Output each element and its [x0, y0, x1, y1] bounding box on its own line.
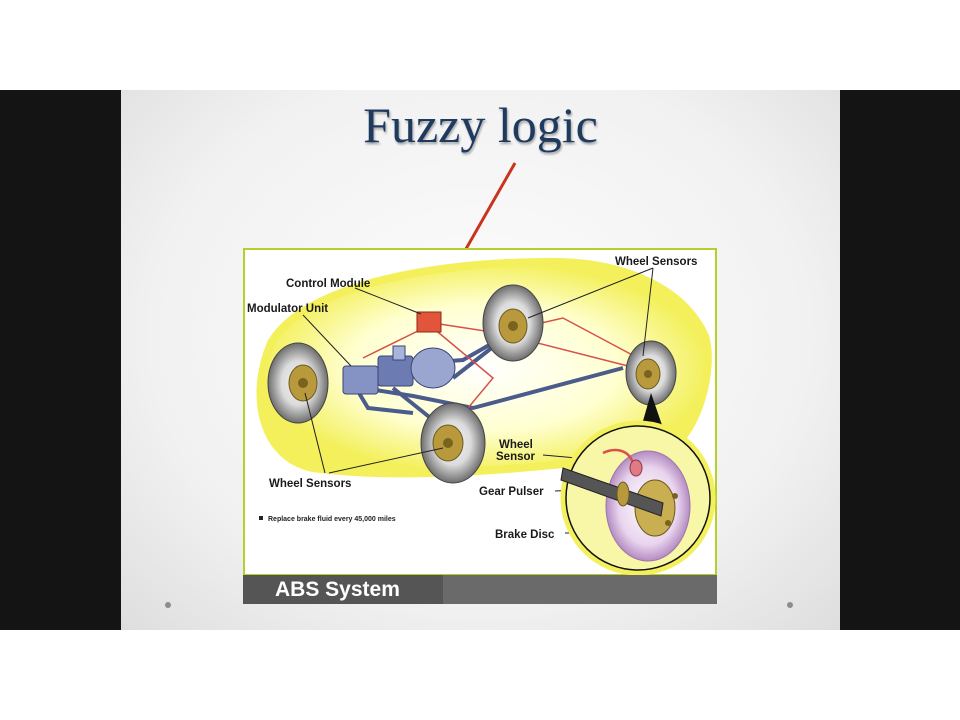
label-wheel-sensors-bottom: Wheel Sensors: [269, 478, 351, 490]
label-wheel-sensor-line1: Wheel: [499, 439, 533, 451]
wheel-front-right: [420, 402, 486, 484]
label-control-module: Control Module: [286, 278, 370, 290]
banner-title: ABS System: [275, 578, 400, 601]
maintenance-note: Replace brake fluid every 45,000 miles: [268, 516, 396, 523]
label-wheel-sensor-line2: Sensor: [496, 451, 536, 463]
label-brake-disc: Brake Disc: [495, 529, 555, 541]
wheel-front-left: [267, 342, 329, 424]
modulator-unit: [342, 345, 456, 395]
wheel-rear-left: [482, 284, 544, 362]
note-bullet: [259, 516, 263, 520]
label-modulator-unit: Modulator Unit: [247, 303, 328, 315]
slide-title: Fuzzy logic: [363, 97, 598, 153]
control-module: [416, 311, 442, 333]
abs-diagram: Control Module Modulator Unit Wheel Sens…: [243, 248, 717, 604]
callout-pointer: [641, 393, 663, 428]
wheel-rear-right: [625, 340, 677, 406]
slide-nav-dot-right[interactable]: [787, 602, 793, 608]
wheel-sensor-detail: [560, 420, 716, 576]
label-wheel-sensors-top: Wheel Sensors: [615, 256, 697, 268]
slide-nav-dot-left[interactable]: [165, 602, 171, 608]
label-gear-pulser: Gear Pulser: [479, 486, 544, 498]
car-silhouette: [256, 257, 712, 478]
banner-bar-right: [443, 575, 717, 604]
